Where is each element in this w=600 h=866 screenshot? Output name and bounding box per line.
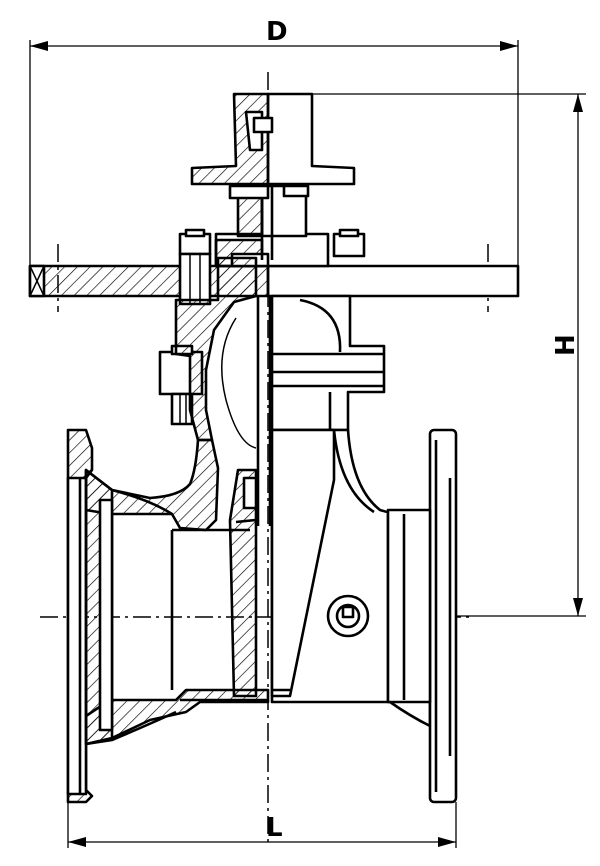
operating-cap — [190, 92, 356, 260]
left-flange — [66, 428, 114, 804]
right-flange — [386, 428, 458, 804]
dimension-l: L — [67, 802, 457, 848]
drain-plug — [326, 594, 370, 638]
dimension-h: H — [310, 93, 586, 617]
bore-outline — [111, 488, 177, 742]
handwheel — [28, 232, 520, 298]
gate-wedge — [228, 296, 336, 698]
dimension-h-label: H — [551, 334, 581, 356]
dimension-l-label: L — [266, 813, 283, 843]
dimension-d: D — [29, 17, 519, 270]
dimension-d-label: D — [266, 17, 288, 47]
bonnet — [174, 256, 386, 449]
